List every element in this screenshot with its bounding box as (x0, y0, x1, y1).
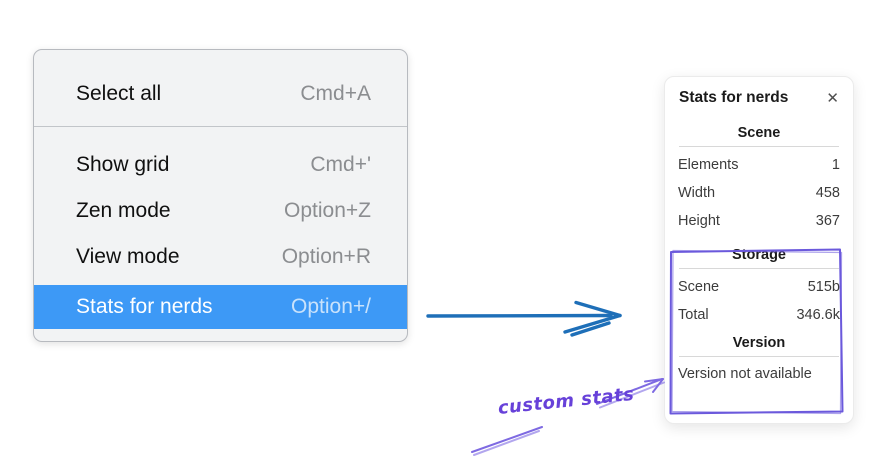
section-divider (679, 268, 839, 269)
menu-item-shortcut: Option+/ (291, 295, 371, 318)
section-heading: Scene (737, 125, 781, 141)
stat-value: 458 (815, 185, 840, 201)
stat-row-width: Width 458 (678, 179, 840, 207)
context-menu: Select all Cmd+A Show grid Cmd+' Zen mod… (33, 49, 408, 342)
stat-row-scene-size: Scene 515b (678, 273, 840, 301)
stat-value: 367 (815, 213, 840, 229)
section-heading: Version (732, 335, 786, 351)
stat-value: 515b (807, 279, 840, 295)
stat-label: Elements (678, 157, 739, 173)
menu-divider (34, 126, 407, 127)
stats-panel-title: Stats for nerds (679, 89, 789, 106)
stat-label: Scene (678, 279, 720, 295)
menu-item-select-all[interactable]: Select all Cmd+A (34, 62, 407, 126)
menu-group: Show grid Cmd+' Zen mode Option+Z View m… (34, 127, 407, 329)
menu-item-show-grid[interactable]: Show grid Cmd+' (34, 142, 407, 188)
menu-item-shortcut: Cmd+' (310, 153, 371, 176)
section-divider (679, 356, 839, 357)
version-note: Version not available (678, 366, 812, 382)
stat-row-elements: Elements 1 (678, 151, 840, 179)
stat-row-height: Height 367 (678, 207, 840, 235)
section-heading: Storage (732, 247, 786, 263)
stat-label: Total (678, 307, 709, 323)
stat-row-total-size: Total 346.6k (678, 301, 840, 329)
menu-item-shortcut: Option+Z (284, 199, 371, 222)
arrow-menu-to-panel (426, 300, 622, 337)
menu-item-label: Zen mode (76, 199, 171, 222)
stat-label: Width (678, 185, 716, 201)
stats-panel-header: Stats for nerds ✕ (679, 89, 839, 107)
stats-section-scene: Scene Elements 1 Width 458 Height 367 (678, 125, 840, 235)
stat-value: 346.6k (796, 307, 840, 323)
stats-section-version: Version Version not available (678, 335, 840, 387)
menu-item-view-mode[interactable]: View mode Option+R (34, 234, 407, 280)
menu-item-label: Select all (76, 82, 162, 105)
stats-section-storage: Storage Scene 515b Total 346.6k (678, 247, 840, 329)
section-divider (679, 146, 839, 147)
menu-item-stats-for-nerds[interactable]: Stats for nerds Option+/ (34, 285, 407, 329)
stats-panel: Stats for nerds ✕ Scene Elements 1 Width… (664, 76, 854, 424)
stat-value: 1 (831, 157, 840, 173)
menu-item-label: View mode (76, 245, 180, 268)
menu-item-shortcut: Option+R (281, 245, 371, 268)
close-icon[interactable]: ✕ (826, 89, 839, 107)
menu-item-label: Show grid (76, 153, 170, 176)
stat-label: Height (678, 213, 720, 229)
menu-item-zen-mode[interactable]: Zen mode Option+Z (34, 188, 407, 234)
menu-item-shortcut: Cmd+A (300, 82, 371, 105)
custom-stats-label: custom stats (496, 383, 636, 419)
menu-item-label: Stats for nerds (76, 295, 213, 318)
